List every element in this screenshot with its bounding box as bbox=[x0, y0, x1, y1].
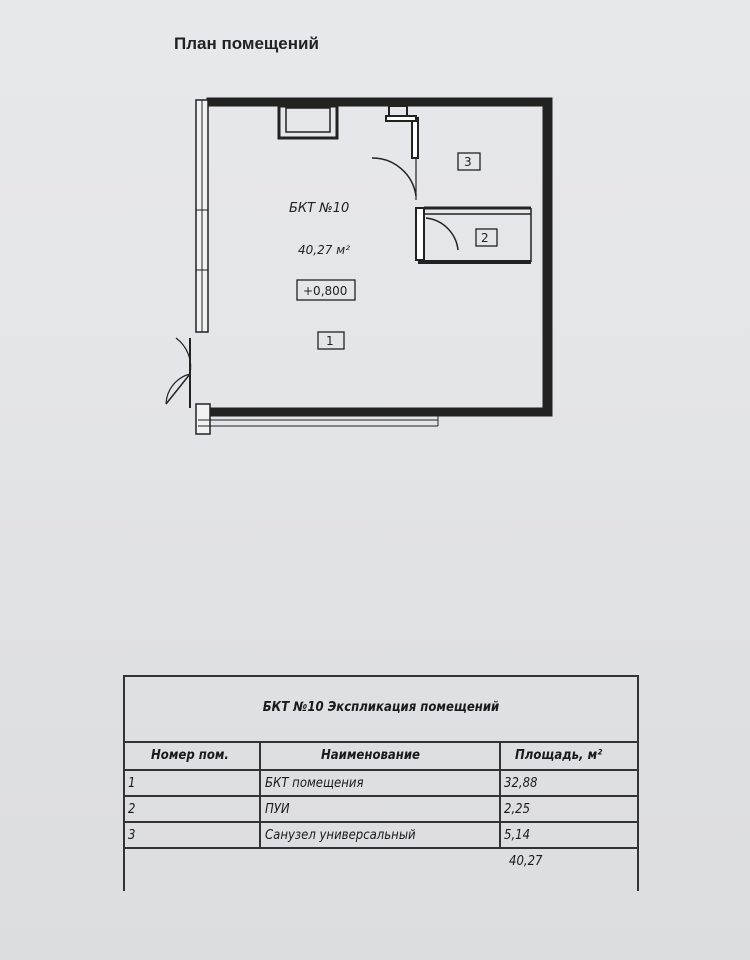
row-area: 2,25 bbox=[504, 802, 531, 817]
unit-name-label: БКТ №10 bbox=[289, 201, 349, 216]
row-number: 3 bbox=[128, 828, 136, 843]
floor-plan: БКТ №10 40,27 м² +0,800 1 2 3 bbox=[165, 97, 553, 435]
room-marker-1: 1 bbox=[326, 334, 334, 348]
table-header-row: Номер пом. Наименование Площадь, м² bbox=[123, 743, 639, 769]
header-area: Площадь, м² bbox=[515, 748, 603, 763]
room-marker-1-box bbox=[317, 331, 345, 350]
room-marker-3-box bbox=[457, 152, 481, 171]
level-mark: +0,800 bbox=[303, 284, 347, 298]
partition-vertical bbox=[411, 117, 419, 159]
table-total-row: 40,27 bbox=[123, 849, 639, 875]
header-number: Номер пом. bbox=[151, 748, 229, 763]
page-title: План помещений bbox=[174, 34, 319, 53]
row-name: Санузел универсальный bbox=[265, 828, 416, 843]
row-number: 2 bbox=[128, 802, 136, 817]
wall-top bbox=[206, 97, 553, 107]
unit-area-label: 40,27 м² bbox=[298, 243, 350, 257]
table-row: 2 ПУИ 2,25 bbox=[123, 797, 639, 823]
wall-bottom bbox=[206, 407, 553, 417]
room-marker-2: 2 bbox=[481, 231, 489, 245]
table-row: 3 Санузел универсальный 5,14 bbox=[123, 823, 639, 849]
row-name: БКТ помещения bbox=[265, 776, 364, 791]
table-title: БКТ №10 Экспликация помещений bbox=[262, 700, 500, 715]
level-mark-box bbox=[296, 279, 356, 301]
room-marker-2-box bbox=[475, 228, 498, 247]
header-name: Наименование bbox=[321, 748, 420, 763]
row-area: 5,14 bbox=[504, 828, 531, 843]
row-number: 1 bbox=[128, 776, 136, 791]
total-area: 40,27 bbox=[509, 854, 543, 869]
row-area: 32,88 bbox=[504, 776, 538, 791]
table-row: 1 БКТ помещения 32,88 bbox=[123, 771, 639, 797]
wall-right bbox=[542, 97, 553, 417]
row-name: ПУИ bbox=[265, 802, 290, 817]
room-marker-3: 3 bbox=[464, 155, 472, 169]
ventilation-shaft bbox=[277, 104, 339, 140]
